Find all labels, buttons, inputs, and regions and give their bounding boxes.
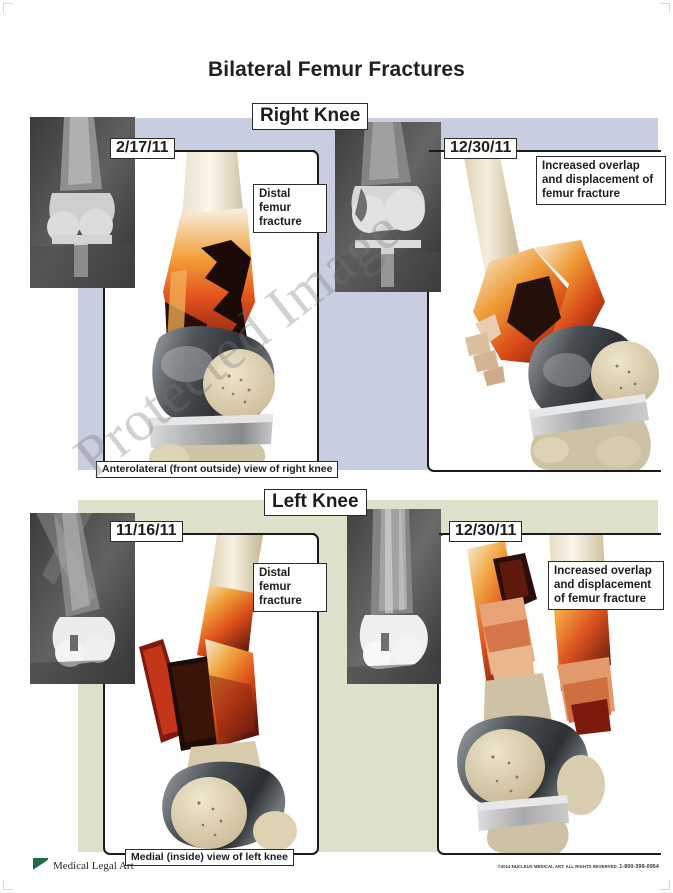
medical-legal-art-logo: Medical Legal Art [33, 858, 134, 873]
date-label-left-2: 12/30/11 [449, 521, 523, 542]
swoosh-logo-icon [33, 858, 48, 873]
view-caption-left-knee: Medial (inside) view of left knee [125, 849, 294, 866]
leader-line-left-2b [527, 533, 659, 535]
page-title: Bilateral Femur Fractures [208, 58, 465, 81]
leader-line-right-1 [173, 150, 315, 152]
crop-mark-bottom-left [3, 880, 13, 890]
right-knee-fracture-illustration-1 [149, 152, 275, 470]
view-caption-right-knee: Anterolateral (front outside) view of ri… [96, 461, 339, 478]
xray-image-content [347, 509, 441, 684]
leader-line-left-1 [185, 533, 315, 535]
right-knee-fracture-illustration-2 [463, 152, 659, 470]
section-tab-left-knee: Left Knee [264, 489, 367, 516]
date-label-left-1: 11/16/11 [110, 521, 183, 542]
date-label-right-2: 12/30/11 [444, 138, 518, 159]
date-label-right-1: 2/17/11 [110, 138, 175, 159]
crop-mark-top-left [3, 3, 13, 13]
annotation-left-2: Increased overlap and displacement of fe… [548, 561, 664, 611]
logo-label: Medical Legal Art [53, 859, 134, 872]
phone-number: 1-800-399-0954 [619, 864, 659, 870]
leader-line-right-2b [522, 150, 659, 152]
copyright-text: ©2014 NUCLEUS MEDICAL ART. ALL RIGHTS RE… [497, 864, 618, 869]
section-tab-right-knee: Right Knee [252, 103, 369, 130]
xray-image-content [30, 513, 135, 684]
annotation-left-1: Distal femur fracture [253, 563, 327, 613]
leader-line-right-2a [429, 150, 447, 152]
annotation-right-1: Distal femur fracture [253, 184, 327, 234]
xray-image-content [30, 117, 135, 288]
right-knee-xray-12-30-11 [335, 122, 441, 292]
annotation-right-2: Increased overlap and displacement of fe… [536, 156, 666, 206]
xray-image-content [335, 122, 441, 292]
crop-mark-bottom-right [660, 880, 670, 890]
copyright-notice: ©2014 NUCLEUS MEDICAL ART. ALL RIGHTS RE… [498, 864, 659, 870]
leader-line-left-2a [439, 533, 451, 535]
left-knee-xray-12-30-11 [347, 509, 441, 684]
crop-mark-top-right [660, 3, 670, 13]
left-knee-fracture-illustration-1 [139, 535, 297, 851]
